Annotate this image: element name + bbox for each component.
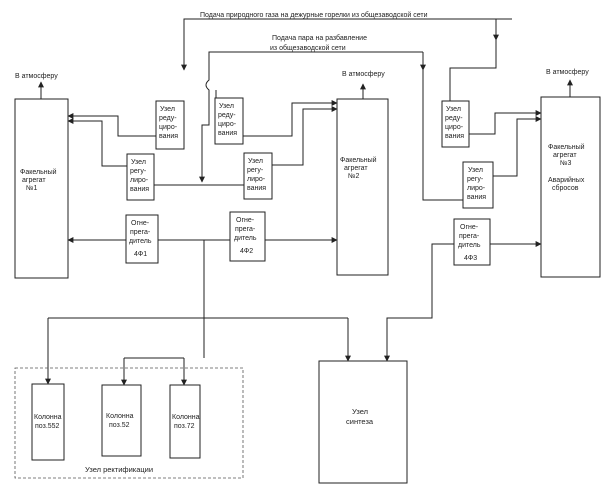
svg-text:Огне-: Огне- (460, 224, 479, 231)
svg-text:регу-: регу- (247, 167, 264, 174)
svg-text:Колонна: Колонна (106, 413, 134, 420)
svg-text:прега-: прега- (235, 226, 256, 233)
column-72: Колонна поз.72 (169, 384, 201, 459)
svg-text:4Ф3: 4Ф3 (464, 255, 477, 262)
svg-text:лиро-: лиро- (467, 185, 486, 192)
pipe-reg3-flare3 (493, 116, 542, 177)
reduction-unit-1: Узел реду- циро- вания (155, 100, 185, 150)
svg-text:агрегат: агрегат (344, 165, 368, 172)
column-552: Колонна поз.552 (31, 383, 65, 461)
svg-text:Узел: Узел (131, 159, 146, 166)
pipe-reg2-flare2 (272, 106, 338, 166)
rectification-label: Узел ректификации (85, 465, 153, 474)
svg-text:Узел: Узел (352, 407, 368, 416)
svg-text:агрегат: агрегат (22, 177, 46, 184)
svg-text:вания: вания (247, 185, 266, 192)
svg-text:Огне-: Огне- (236, 217, 255, 224)
pipe-gas-red3 (449, 40, 497, 101)
column-52: Колонна поз.52 (101, 384, 142, 457)
svg-text:Колонна: Колонна (172, 414, 200, 421)
svg-text:вания: вания (218, 130, 237, 137)
atmosphere-label-3: В атмосферу (546, 69, 589, 76)
svg-text:Узел: Узел (446, 106, 461, 113)
pipe-red1-flare1 (67, 113, 156, 137)
flame-arrester-4f1: Огне- прега- дитель 4Ф1 (125, 214, 159, 264)
svg-text:дитель: дитель (234, 235, 257, 242)
svg-text:поз.552: поз.552 (35, 423, 60, 430)
regulation-unit-3: Узел регу- лиро- вания (462, 161, 494, 209)
svg-text:прега-: прега- (130, 229, 151, 236)
svg-text:Факельный: Факельный (548, 143, 585, 151)
flare-unit-2: Факельный агрегат №2 (336, 98, 389, 276)
steam-supply-branch-right (422, 52, 468, 201)
svg-text:циро-: циро- (445, 124, 464, 131)
flare-unit-1: Факельный агрегат №1 (14, 98, 69, 279)
svg-text:№2: №2 (348, 173, 360, 180)
steam-supply-label-2: из общезаводской сети (270, 44, 346, 52)
steam-supply-line (199, 51, 423, 183)
flame-arrester-4f3: Огне- прега- дитель 4Ф3 (453, 218, 491, 266)
svg-text:поз.72: поз.72 (174, 423, 195, 430)
steam-supply-label-1: Подача пара на разбавление (272, 34, 367, 42)
svg-text:№1: №1 (26, 185, 38, 192)
svg-text:циро-: циро- (218, 121, 237, 128)
pipe-reg1-flare1 (67, 118, 127, 167)
svg-text:реду-: реду- (159, 115, 177, 122)
pipe-4f3-trunk (384, 243, 454, 362)
svg-text:вания: вания (130, 186, 149, 193)
gas-supply-label: Подача природного газа на дежурные горел… (200, 11, 428, 19)
rectification-frame (14, 367, 244, 479)
svg-text:Узел: Узел (468, 167, 483, 174)
regulation-unit-1: Узел регу- лиро- вания (126, 153, 155, 201)
svg-text:4Ф1: 4Ф1 (134, 251, 147, 258)
atmosphere-label-2: В атмосферу (342, 71, 385, 78)
svg-text:сбросов: сбросов (552, 184, 579, 192)
svg-text:дитель: дитель (129, 238, 152, 245)
atmosphere-label-1: В атмосферу (15, 73, 58, 80)
svg-text:регу-: регу- (467, 176, 484, 183)
svg-text:Колонна: Колонна (34, 414, 62, 421)
svg-text:Факельный: Факельный (340, 156, 377, 164)
regulation-unit-2: Узел регу- лиро- вания (243, 152, 273, 200)
svg-text:агрегат: агрегат (553, 152, 577, 159)
svg-text:Огне-: Огне- (131, 220, 150, 227)
svg-text:Аварийных: Аварийных (548, 176, 585, 184)
svg-text:Узел: Узел (219, 103, 234, 110)
flare-unit-3: Факельный агрегат №3 Аварийных сбросов (540, 96, 601, 278)
svg-text:вания: вания (467, 194, 486, 201)
pipe-red2-flare2 (243, 100, 338, 137)
svg-text:лиро-: лиро- (247, 176, 266, 183)
svg-text:прега-: прега- (459, 233, 480, 240)
reduction-unit-3: Узел реду- циро- вания (441, 100, 470, 148)
svg-text:Факельный: Факельный (20, 168, 57, 176)
svg-text:циро-: циро- (159, 124, 178, 131)
svg-text:реду-: реду- (218, 112, 236, 119)
svg-text:вания: вания (445, 133, 464, 140)
reduction-unit-2: Узел реду- циро- вания (214, 97, 244, 145)
pipe-red3-flare3 (469, 110, 542, 135)
synthesis-unit: Узел синтеза (318, 360, 408, 484)
svg-text:4Ф2: 4Ф2 (240, 248, 253, 255)
svg-text:регу-: регу- (130, 168, 147, 175)
svg-text:№3: №3 (560, 160, 572, 167)
svg-text:Узел: Узел (160, 106, 175, 113)
svg-text:поз.52: поз.52 (109, 422, 130, 429)
flame-arrester-4f2: Огне- прега- дитель 4Ф2 (229, 211, 266, 262)
svg-text:реду-: реду- (445, 115, 463, 122)
svg-text:вания: вания (159, 133, 178, 140)
svg-text:дитель: дитель (458, 242, 481, 249)
svg-text:Узел: Узел (248, 158, 263, 165)
gas-supply-line (181, 18, 512, 71)
svg-text:лиро-: лиро- (130, 177, 149, 184)
svg-text:синтеза: синтеза (346, 417, 374, 426)
